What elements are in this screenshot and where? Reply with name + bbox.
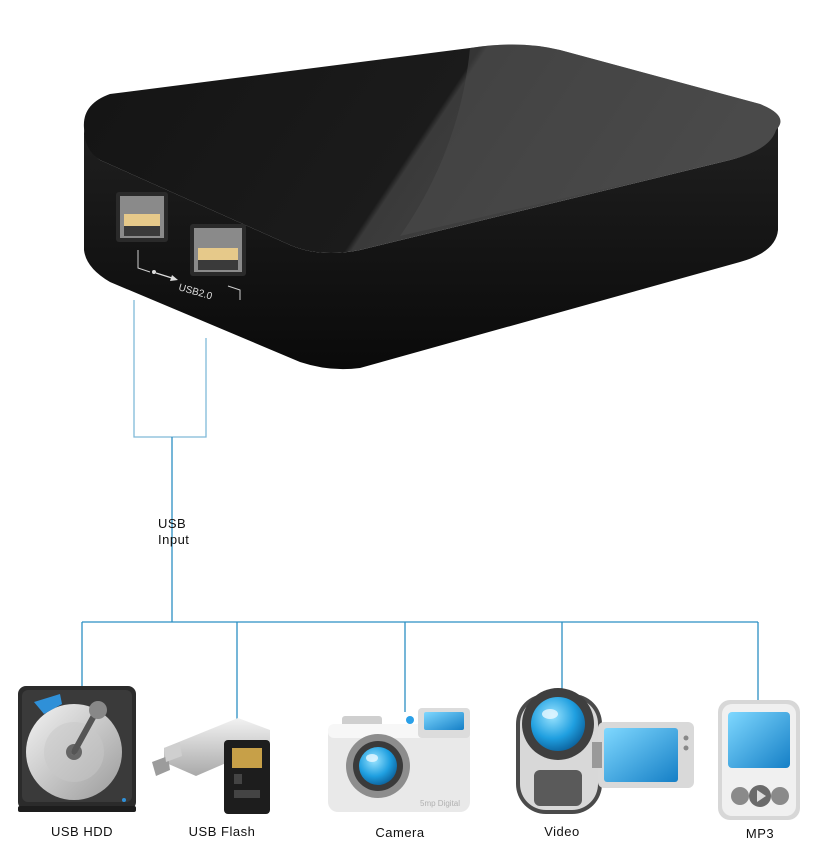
usb-port-1 [116, 192, 168, 242]
usb-flash-drive-icon [152, 718, 270, 814]
usb-input-label-line2: Input [158, 532, 190, 547]
usb-input-label-line1: USB [158, 516, 187, 531]
camera-icon: 5mp Digital [328, 708, 470, 812]
label-mp3: MP3 [745, 826, 775, 841]
usb-port-2 [190, 224, 246, 276]
usb-input-label: USB Input [158, 516, 189, 548]
hard-drive-icon [18, 686, 136, 812]
label-usb-flash: USB Flash [188, 824, 256, 839]
video-camcorder-icon [516, 688, 694, 814]
label-video: Video [544, 824, 580, 839]
label-camera: Camera [375, 825, 425, 840]
usb-logo-icon [152, 270, 178, 281]
distribution-bus [81, 621, 759, 722]
mp3-player-icon [718, 700, 800, 820]
usb-input-connector [133, 300, 207, 622]
camera-imprint: 5mp Digital [420, 799, 460, 808]
media-player-box: USB2.0 [83, 44, 781, 370]
label-usb-hdd: USB HDD [50, 824, 113, 839]
